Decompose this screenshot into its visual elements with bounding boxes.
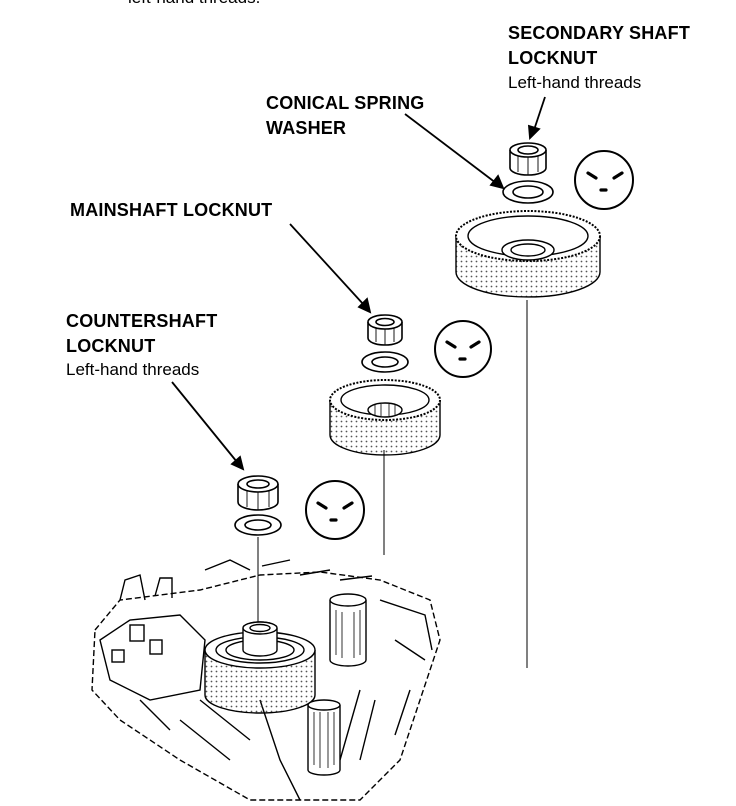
conical-spring-washer-label-line2: WASHER (266, 118, 347, 138)
secondary-shaft-stub-icon (307, 699, 341, 776)
washer-icon (234, 514, 282, 536)
countershaft-thread-note: Left-hand threads (66, 360, 200, 379)
shaft-center-lines (257, 300, 528, 668)
rotation-direction-icon (434, 320, 492, 378)
locknut-icon (509, 142, 547, 176)
countershaft-locknut-label: COUNTERSHAFT (66, 311, 218, 331)
cut-off-note: left-hand threads. (128, 0, 260, 10)
secondary-shaft-locknut-label: SECONDARY SHAFT (508, 23, 691, 43)
locknut-icon (367, 314, 403, 346)
secondary-shaft-gear-icon (455, 210, 601, 298)
mainshaft-stub-icon (329, 593, 367, 667)
transmission-housing-icon (91, 559, 441, 801)
rotation-direction-icon (305, 480, 365, 540)
mainshaft-gear-icon (329, 379, 441, 456)
washer-icon (502, 180, 554, 204)
countershaft-locknut-label-line2: LOCKNUT (66, 336, 156, 356)
leader-arrows (171, 96, 546, 471)
mainshaft-locknut-label: MAINSHAFT LOCKNUT (70, 200, 273, 220)
countershaft-gear-icon (204, 621, 316, 714)
secondary-shaft-locknut-label-line2: LOCKNUT (508, 48, 598, 68)
conical-spring-washer-label: CONICAL SPRING (266, 93, 425, 113)
rotation-direction-icon (574, 150, 634, 210)
washer-icon (361, 351, 409, 373)
locknut-icon (237, 475, 279, 511)
secondary-shaft-thread-note: Left-hand threads (508, 73, 642, 92)
